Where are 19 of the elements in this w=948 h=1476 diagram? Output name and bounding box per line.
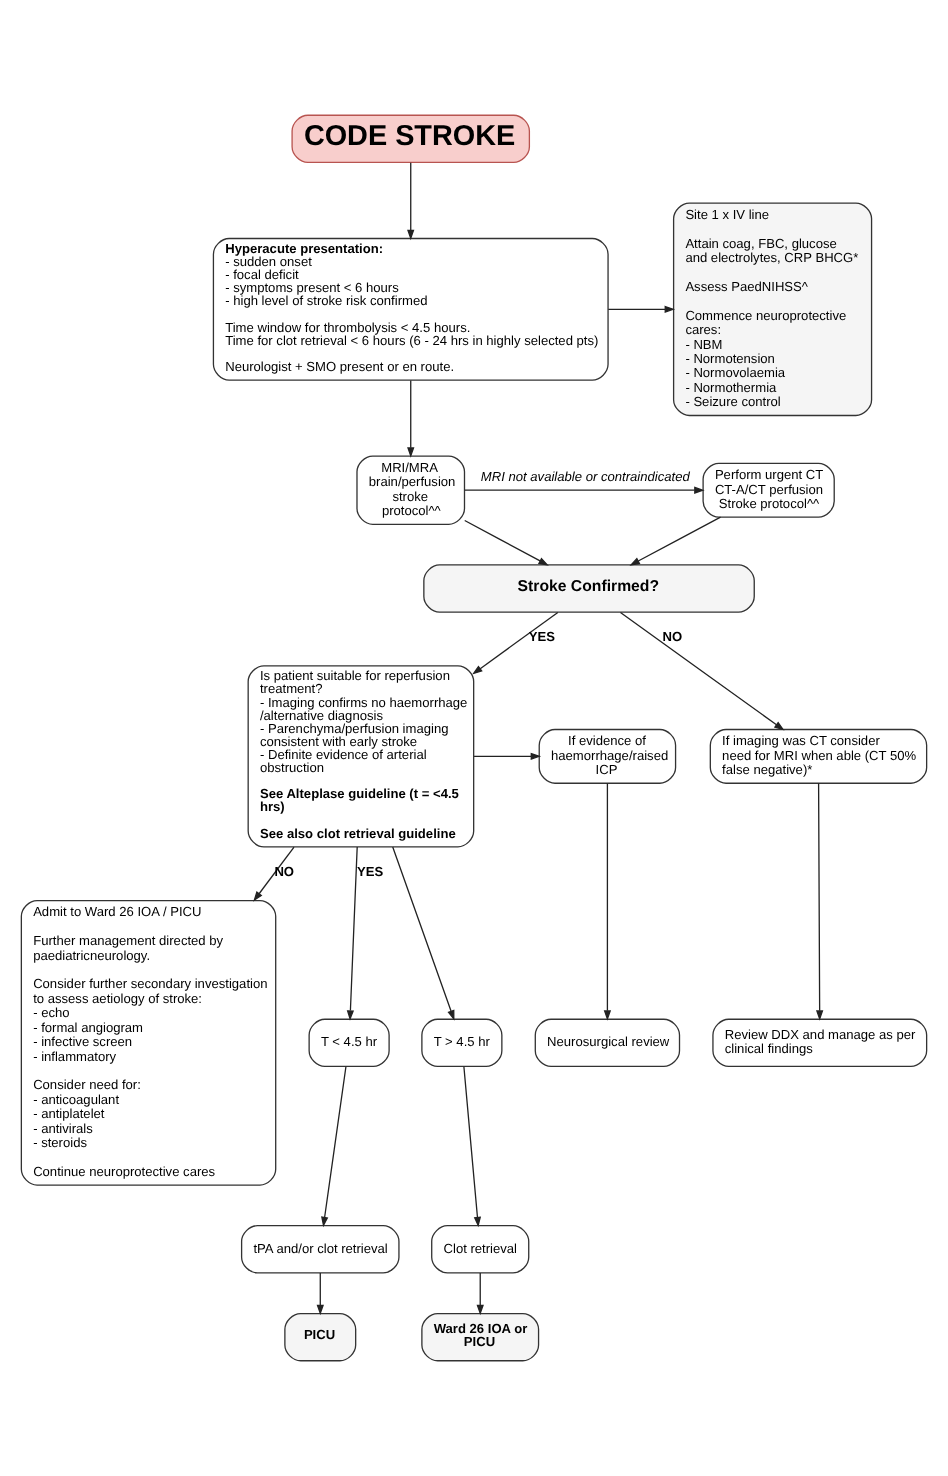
arrow	[473, 752, 542, 761]
arrow	[316, 1272, 324, 1316]
arrow	[815, 782, 824, 1021]
arrow	[476, 1272, 484, 1316]
arrow	[464, 519, 549, 566]
arrow	[253, 846, 295, 902]
arrow	[603, 782, 612, 1021]
arrow	[464, 486, 705, 494]
arrow	[407, 379, 415, 458]
arrow	[607, 305, 676, 313]
arrow	[619, 611, 785, 731]
arrow	[463, 1066, 482, 1228]
arrow	[472, 611, 559, 675]
arrow	[392, 846, 455, 1021]
arrow	[407, 162, 415, 241]
node-box: CODE STROKE	[291, 114, 531, 164]
arrow	[346, 846, 358, 1021]
arrow	[629, 516, 722, 566]
arrow	[321, 1066, 347, 1228]
